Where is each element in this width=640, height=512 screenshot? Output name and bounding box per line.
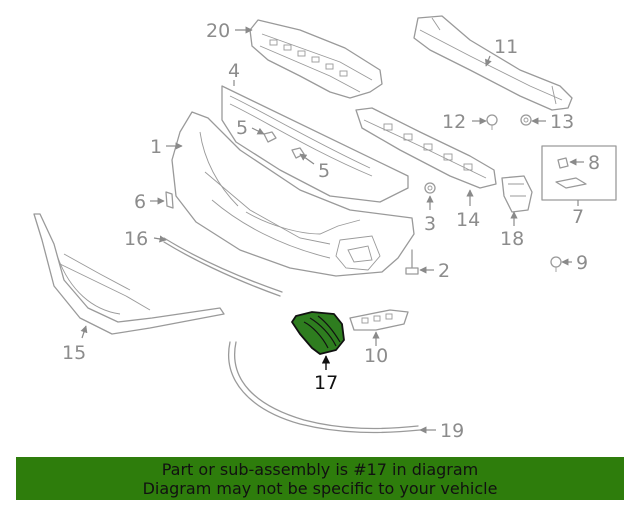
- info-banner: Part or sub-assembly is #17 in diagram D…: [16, 457, 624, 500]
- callout-20: 20: [206, 20, 230, 42]
- callout-4: 4: [228, 60, 240, 82]
- part-4-grille-panel: [221, 85, 409, 203]
- part-2-bolt: [405, 249, 419, 275]
- callout-5-upper: 5: [236, 117, 248, 139]
- part-7-clip-kit-box: [541, 145, 617, 201]
- part-12-bolt: [486, 114, 498, 130]
- part-15-radiator-grille: [33, 213, 225, 335]
- callout-19: 19: [440, 420, 464, 442]
- part-16-molding-strip: [163, 237, 283, 297]
- part-19-lower-lip-strip: [228, 341, 421, 434]
- callout-6: 6: [134, 191, 146, 213]
- part-3-nut: [424, 182, 436, 194]
- callout-5-lower: 5: [318, 160, 330, 182]
- callout-3: 3: [424, 213, 436, 235]
- callout-16: 16: [124, 228, 148, 250]
- part-5-clip-upper: [263, 131, 277, 143]
- callout-2: 2: [438, 260, 450, 282]
- banner-line-disclaimer: Diagram may not be specific to your vehi…: [142, 479, 498, 498]
- banner-line-part-number: Part or sub-assembly is #17 in diagram: [161, 460, 479, 479]
- callout-9: 9: [576, 252, 588, 274]
- part-10-bracket: [349, 309, 409, 331]
- part-13-nut: [520, 114, 532, 126]
- callout-12: 12: [442, 111, 466, 133]
- part-20-upper-shield: [249, 19, 383, 99]
- callout-10: 10: [364, 345, 388, 367]
- part-9-screw: [550, 256, 562, 272]
- callout-11: 11: [494, 36, 518, 58]
- callout-14: 14: [456, 209, 480, 231]
- callout-18: 18: [500, 228, 524, 250]
- part-6-side-bracket: [165, 191, 174, 209]
- callout-15: 15: [62, 342, 86, 364]
- part-18-bracket: [501, 175, 533, 213]
- part-17-highlighted-cover[interactable]: [291, 311, 345, 355]
- part-1-bumper-cover: [171, 111, 415, 277]
- callout-7: 7: [572, 206, 584, 228]
- callout-17[interactable]: 17: [314, 372, 338, 394]
- leader-lines: [80, 26, 584, 434]
- part-11-reinforcement-beam: [413, 15, 573, 111]
- callout-labels: 20 4 5 5 1 6 16 15 11 12 13 3 14 18 8 7 …: [62, 20, 600, 442]
- callout-13: 13: [550, 111, 574, 133]
- callout-1: 1: [150, 136, 162, 158]
- callout-8: 8: [588, 152, 600, 174]
- part-14-energy-absorber: [355, 107, 497, 189]
